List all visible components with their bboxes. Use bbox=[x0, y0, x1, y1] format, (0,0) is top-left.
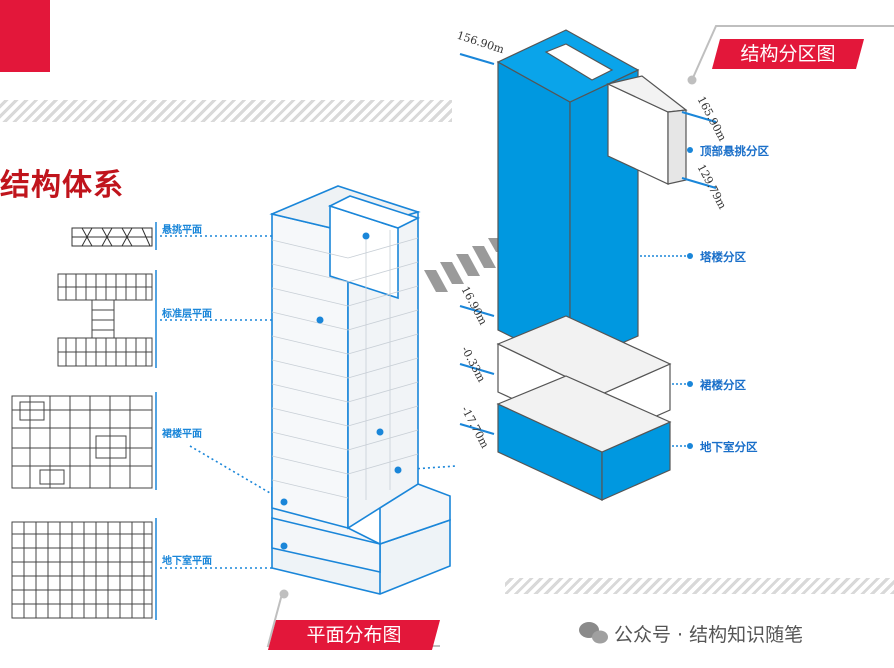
watermark-label: 公众号 · 结构知识随笔 bbox=[614, 624, 804, 646]
tower-floor-lines bbox=[271, 230, 419, 500]
bottom-hatch-band bbox=[505, 578, 894, 594]
tower-leader-dots bbox=[280, 232, 402, 550]
plan-layout-tag: 平面分布图 bbox=[267, 620, 441, 650]
plan-label-cantilever: 悬挑平面 bbox=[162, 225, 202, 236]
zone-label-top-cantilever: 顶部悬挑分区 bbox=[700, 144, 769, 158]
transition-arrow-icon bbox=[424, 238, 508, 292]
zone-blocks bbox=[496, 29, 688, 501]
basement-plan-drawing bbox=[11, 521, 153, 619]
elevation-lines bbox=[459, 52, 717, 436]
standard-floor-plan-drawing bbox=[57, 273, 153, 367]
plan-layout-tag-label: 平面分布图 bbox=[306, 624, 402, 646]
zone-leader-dots bbox=[687, 147, 693, 449]
zoning-diagram-tag-label: 结构分区图 bbox=[740, 43, 836, 65]
zone-leader-lines bbox=[640, 255, 688, 447]
tag-anchor-dot bbox=[687, 75, 697, 85]
cantilever-plan-drawing bbox=[71, 227, 153, 247]
plan-label-podium: 裙楼平面 bbox=[162, 429, 202, 440]
plan-label-basement: 地下室平面 bbox=[162, 556, 212, 567]
top-hatch-band bbox=[0, 100, 452, 122]
zoning-diagram-tag: 结构分区图 bbox=[711, 39, 865, 69]
zone-label-tower: 塔楼分区 bbox=[700, 250, 746, 264]
zone-label-basement: 地下室分区 bbox=[700, 440, 758, 454]
corner-red-block bbox=[0, 0, 50, 72]
section-title: 结构体系 bbox=[0, 168, 124, 203]
podium-plan-drawing bbox=[11, 395, 153, 489]
tag-anchor-dot bbox=[279, 589, 289, 599]
wechat-icon bbox=[579, 622, 608, 644]
plan-label-standard-floor: 标准层平面 bbox=[162, 309, 212, 320]
zone-label-podium: 裙楼分区 bbox=[700, 378, 746, 392]
watermark-text: 公众号 · 结构知识随笔 bbox=[578, 620, 803, 647]
